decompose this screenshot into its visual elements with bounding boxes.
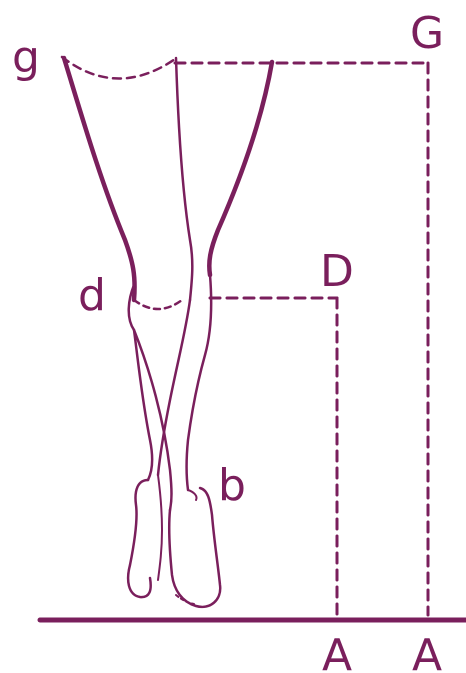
label-D: D (320, 246, 354, 297)
label-G: G (410, 8, 444, 59)
label-A-knee: A (322, 630, 352, 673)
leg-outline (61, 55, 275, 609)
label-b: b (218, 460, 246, 511)
label-g: g (12, 32, 40, 83)
knee-circumference-arc (132, 298, 184, 311)
thigh-circumference-arc (60, 55, 180, 80)
measurement-lines (173, 61, 430, 617)
label-A-thigh: A (412, 630, 442, 673)
label-d: d (78, 270, 106, 321)
